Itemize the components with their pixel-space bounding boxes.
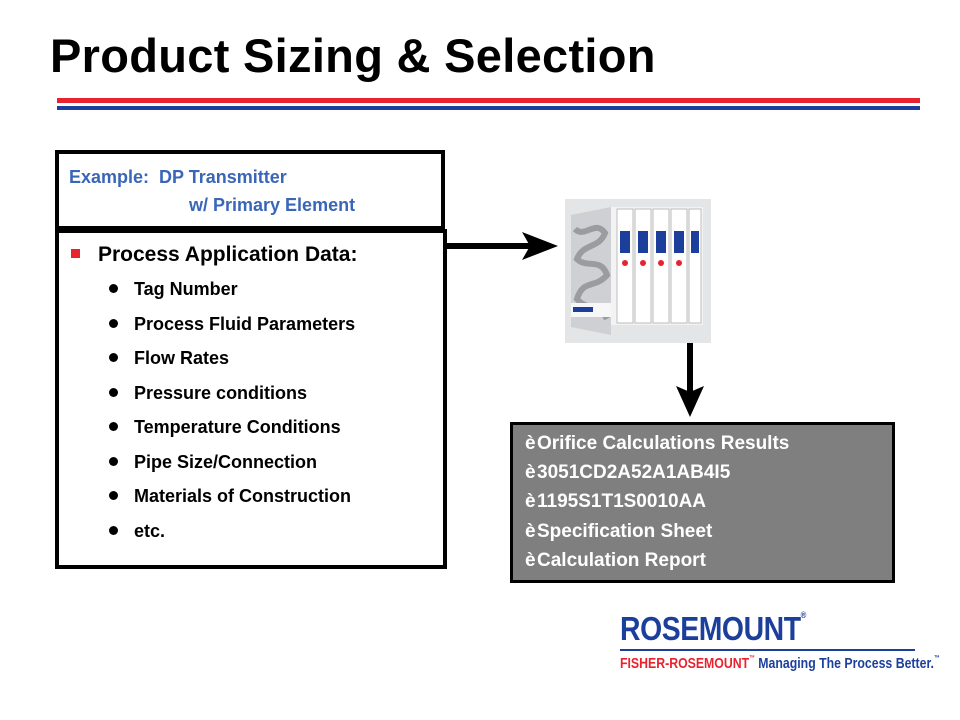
process-data-box: Process Application Data: Tag Number Pro… bbox=[55, 229, 447, 569]
list-item: Process Fluid Parameters bbox=[109, 314, 355, 349]
down-arrow-icon bbox=[676, 343, 704, 417]
black-dot-bullet-icon bbox=[109, 422, 118, 431]
list-item: Pressure conditions bbox=[109, 383, 355, 418]
list-item: etc. bbox=[109, 521, 355, 556]
title-underline-blue bbox=[57, 106, 920, 110]
black-dot-bullet-icon bbox=[109, 525, 118, 535]
list-item-label: Orifice Calculations Results bbox=[537, 433, 790, 454]
company-name: FISHER-ROSEMOUNT bbox=[620, 655, 750, 672]
logo-divider bbox=[620, 649, 915, 651]
black-dot-bullet-icon bbox=[109, 491, 118, 500]
right-arrow-icon: è bbox=[525, 549, 536, 571]
list-item-label: Process Fluid Parameters bbox=[134, 313, 356, 334]
example-line-2: w/ Primary Element bbox=[189, 195, 356, 215]
slogan: Managing The Process Better. bbox=[758, 655, 934, 672]
list-item: Temperature Conditions bbox=[109, 417, 355, 452]
list-item-label: etc. bbox=[134, 520, 166, 541]
right-arrow-icon: è bbox=[525, 520, 536, 542]
example-line-1: Example: DP Transmitter bbox=[69, 167, 287, 187]
list-item-label: Pipe Size/Connection bbox=[134, 451, 318, 472]
list-item-label: Pressure conditions bbox=[134, 382, 308, 403]
list-item: è1195S1T1S0010AA bbox=[525, 491, 789, 520]
logo-brand-text: ROSEMOUNT bbox=[620, 610, 801, 647]
list-item: èCalculation Report bbox=[525, 550, 789, 579]
black-dot-bullet-icon bbox=[109, 387, 118, 397]
rosemount-logo: ROSEMOUNT® bbox=[620, 610, 806, 648]
title-underline-red bbox=[57, 98, 920, 103]
list-item-label: 1195S1T1S0010AA bbox=[537, 491, 707, 513]
right-arrow-icon: è bbox=[525, 491, 536, 513]
page-title: Product Sizing & Selection bbox=[50, 29, 656, 82]
list-item-label: Temperature Conditions bbox=[134, 417, 341, 437]
process-heading-text: Process Application Data: bbox=[98, 243, 358, 266]
software-box-icon bbox=[565, 199, 711, 343]
results-list: èOrifice Calculations Results è3051CD2A5… bbox=[525, 433, 789, 579]
list-item: Flow Rates bbox=[109, 348, 355, 383]
black-dot-bullet-icon bbox=[109, 284, 118, 293]
list-item-label: Flow Rates bbox=[134, 348, 230, 368]
list-item: èOrifice Calculations Results bbox=[525, 433, 789, 462]
company-tagline: FISHER-ROSEMOUNT™ Managing The Process B… bbox=[620, 655, 940, 672]
right-arrow-icon: è bbox=[525, 433, 536, 454]
process-item-list: Tag Number Process Fluid Parameters Flow… bbox=[109, 279, 355, 555]
black-dot-bullet-icon bbox=[109, 318, 118, 328]
process-heading: Process Application Data: bbox=[71, 243, 357, 267]
list-item: Pipe Size/Connection bbox=[109, 452, 355, 487]
right-arrow-icon bbox=[443, 232, 558, 260]
example-box: Example: DP Transmitter w/ Primary Elemen… bbox=[55, 150, 445, 230]
list-item: Tag Number bbox=[109, 279, 355, 314]
right-arrow-icon: è bbox=[525, 462, 536, 484]
red-square-bullet-icon bbox=[71, 249, 80, 258]
company-trademark: ™ bbox=[749, 655, 755, 662]
results-box: èOrifice Calculations Results è3051CD2A5… bbox=[510, 422, 895, 583]
black-dot-bullet-icon bbox=[109, 456, 118, 466]
list-item-label: 3051CD2A52A1AB4I5 bbox=[537, 462, 731, 484]
software-package-photo bbox=[565, 199, 711, 343]
list-item-label: Calculation Report bbox=[537, 549, 706, 571]
example-text: Example: DP Transmitter w/ Primary Elemen… bbox=[69, 163, 355, 219]
list-item: èSpecification Sheet bbox=[525, 521, 789, 550]
slogan-trademark: ™ bbox=[933, 655, 940, 662]
black-dot-bullet-icon bbox=[109, 353, 118, 362]
list-item-label: Tag Number bbox=[134, 279, 238, 299]
registered-mark: ® bbox=[800, 610, 807, 620]
list-item: è3051CD2A52A1AB4I5 bbox=[525, 462, 789, 491]
list-item-label: Specification Sheet bbox=[537, 520, 713, 542]
list-item: Materials of Construction bbox=[109, 486, 355, 521]
list-item-label: Materials of Construction bbox=[134, 486, 352, 506]
